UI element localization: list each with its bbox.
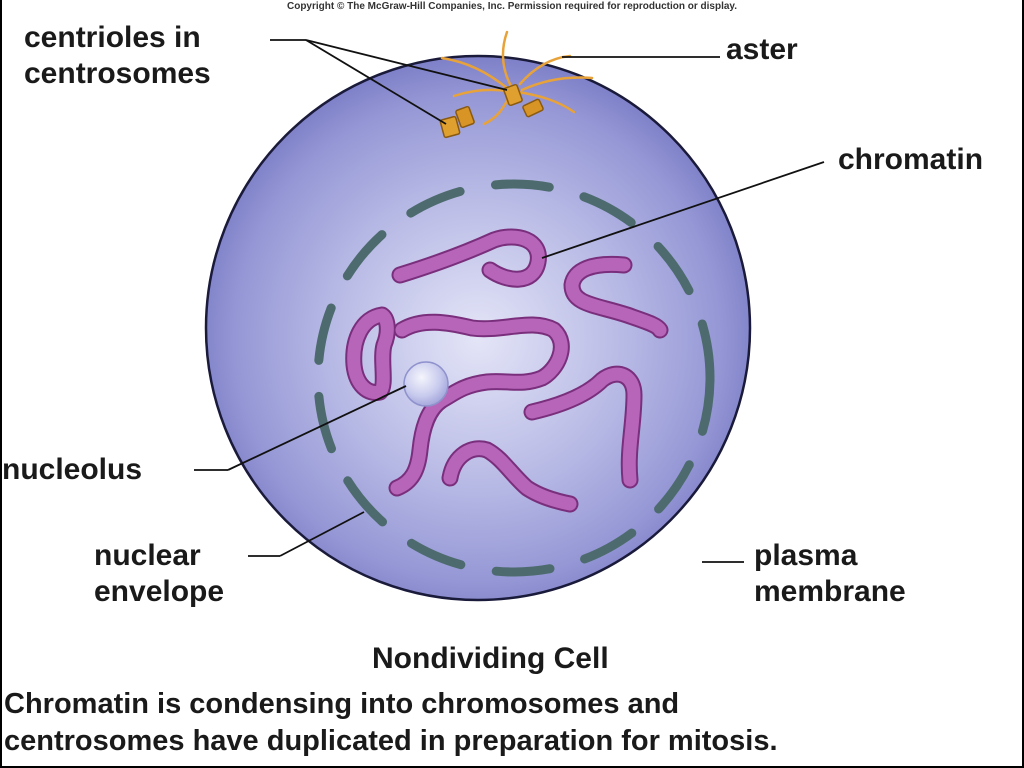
label-nucleolus: nucleolus: [2, 453, 143, 486]
chromatin-strands: [345, 228, 669, 513]
copyright-notice: Copyright © The McGraw-Hill Companies, I…: [286, 1, 738, 12]
label-nuclear-line2: envelope: [94, 575, 225, 608]
diagram-title: Nondividing Cell: [372, 642, 609, 675]
label-centrioles: centrioles in centrosomes: [24, 20, 211, 92]
leader-line-nucleolus-b: [227, 385, 407, 471]
caption-line1: Chromatin is condensing into chromosomes…: [4, 688, 680, 720]
caption-line2: centrosomes have duplicated in preparati…: [4, 725, 778, 757]
leader-line-centrioles-c: [305, 39, 447, 125]
nucleolus: [403, 361, 449, 407]
label-plasma-line1: plasma: [754, 539, 858, 572]
centrioles: [439, 83, 544, 139]
nuclear-envelope: [313, 179, 715, 577]
label-plasma-membrane: plasma membrane: [754, 538, 906, 610]
leader-line-chromatin: [541, 161, 825, 259]
label-plasma-line2: membrane: [754, 575, 906, 608]
leader-line-centrioles-b: [305, 39, 508, 91]
leader-lines: [194, 39, 825, 563]
label-chromatin: chromatin: [838, 143, 984, 176]
label-nuclear-line1: nuclear: [94, 539, 201, 572]
leader-line-nuclear-envelope-b: [279, 511, 365, 557]
label-centrioles-line1: centrioles in: [24, 21, 201, 54]
label-aster: aster: [726, 33, 798, 66]
diagram-caption: Chromatin is condensing into chromosomes…: [4, 686, 778, 760]
label-nuclear-envelope: nuclear envelope: [94, 538, 224, 610]
aster: [440, 30, 594, 126]
label-centrioles-line2: centrosomes: [24, 57, 211, 90]
plasma-membrane: [204, 54, 752, 602]
